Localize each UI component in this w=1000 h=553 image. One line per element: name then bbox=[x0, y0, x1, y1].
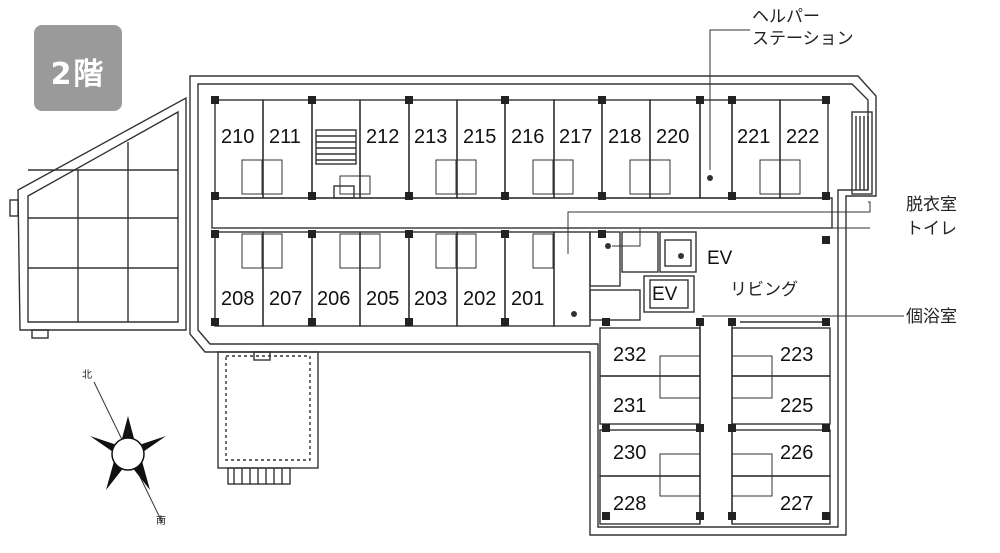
outer-wall bbox=[189, 75, 877, 536]
room-218: 218 bbox=[608, 126, 641, 148]
terrace-wing bbox=[17, 96, 187, 331]
room-207: 207 bbox=[269, 288, 302, 310]
inner-wall bbox=[197, 83, 869, 528]
bathroom-fixtures bbox=[241, 159, 801, 497]
room-223: 223 bbox=[780, 344, 813, 366]
room-230: 230 bbox=[613, 442, 646, 464]
main-corridor bbox=[211, 197, 833, 229]
room-228: 228 bbox=[613, 493, 646, 515]
helper-station-label-2: ステーション bbox=[752, 29, 854, 49]
dressing-room-label: 脱衣室 bbox=[906, 195, 957, 215]
elevator-label-upper: EV bbox=[707, 248, 733, 269]
room-212: 212 bbox=[366, 126, 399, 148]
room-221: 221 bbox=[737, 126, 770, 148]
room-208: 208 bbox=[221, 288, 254, 310]
room-217: 217 bbox=[559, 126, 592, 148]
room-206: 206 bbox=[317, 288, 350, 310]
living-room-label: リビング bbox=[730, 280, 798, 300]
toilet-label: トイレ bbox=[906, 219, 957, 239]
private-bath-label: 個浴室 bbox=[906, 307, 957, 327]
compass-south: 南 bbox=[156, 514, 166, 527]
room-202: 202 bbox=[463, 288, 496, 310]
room-226: 226 bbox=[780, 442, 813, 464]
room-210: 210 bbox=[221, 126, 254, 148]
room-225: 225 bbox=[780, 395, 813, 417]
elevator-label-lower: EV bbox=[652, 284, 678, 305]
room-203: 203 bbox=[414, 288, 447, 310]
room-232: 232 bbox=[613, 344, 646, 366]
room-216: 216 bbox=[511, 126, 544, 148]
floor-badge-label: 2階 bbox=[50, 57, 106, 92]
compass-icon: 北 南 bbox=[82, 369, 166, 527]
balcony bbox=[217, 351, 319, 469]
helper-station-label-1: ヘルパー bbox=[752, 7, 820, 27]
room-205: 205 bbox=[366, 288, 399, 310]
room-213: 213 bbox=[414, 126, 447, 148]
compass-north: 北 bbox=[82, 369, 92, 381]
room-220: 220 bbox=[656, 126, 689, 148]
room-201: 201 bbox=[511, 288, 544, 310]
room-231: 231 bbox=[613, 395, 646, 417]
room-215: 215 bbox=[463, 126, 496, 148]
floor-badge: 2階 bbox=[34, 25, 122, 111]
room-227: 227 bbox=[780, 493, 813, 515]
room-222: 222 bbox=[786, 126, 819, 148]
room-211: 211 bbox=[269, 126, 301, 148]
